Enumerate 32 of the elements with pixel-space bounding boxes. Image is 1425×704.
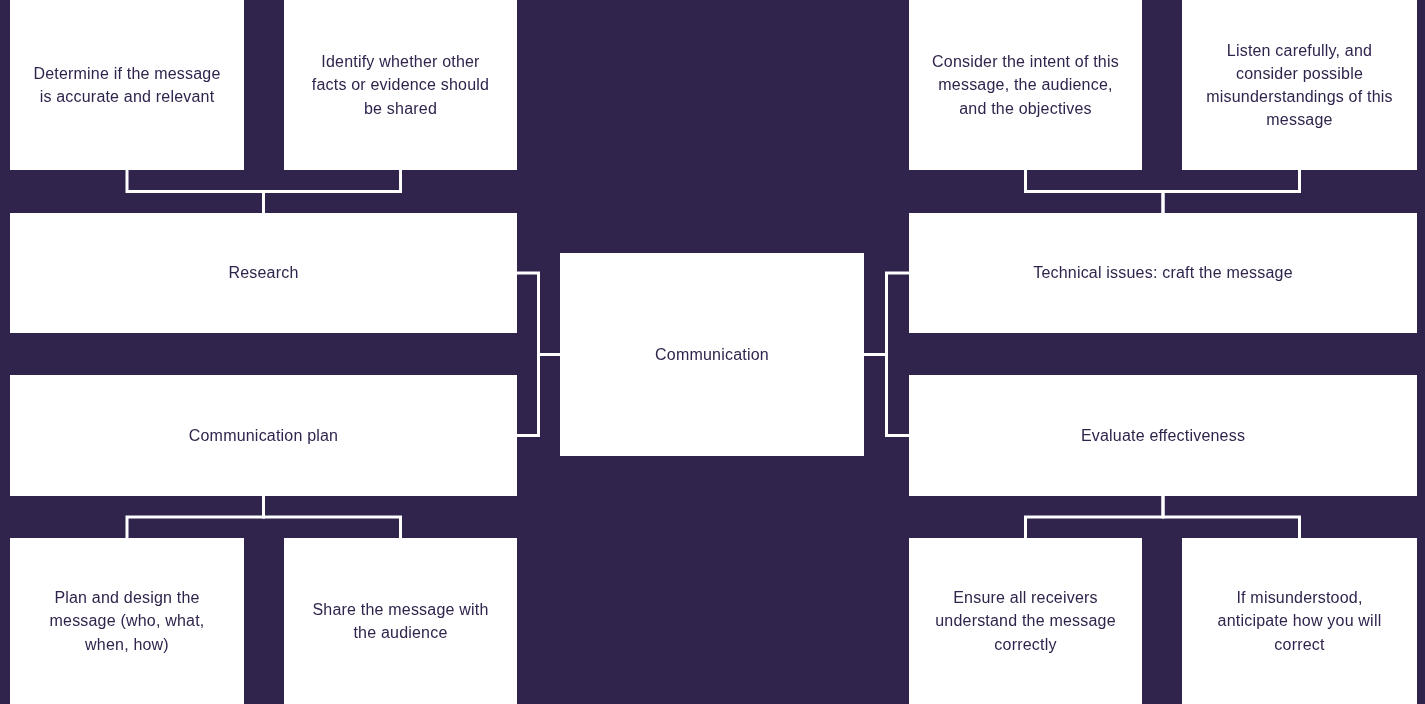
text-box (284, 538, 517, 704)
connector-line (517, 353, 560, 437)
text-box (284, 0, 517, 170)
box-text: Plan and design the message (who, what, when, how) (48, 588, 206, 655)
text-box (10, 375, 517, 496)
box-text: Research (228, 263, 299, 284)
box-text: Consider the intent of this message, the audience, and the objectives (931, 52, 1120, 119)
box-text: Evaluate effectiveness (1080, 425, 1246, 446)
text-box (10, 538, 244, 704)
box-text: Listen carefully, and consider possible misunderstandings of this message (1205, 40, 1394, 131)
box-text: Ensure all receivers understand the message correctly (934, 588, 1117, 655)
text-box (560, 253, 864, 456)
text-box (1182, 538, 1417, 704)
box-text: Communication plan (188, 425, 339, 446)
connector-line (262, 170, 402, 213)
connector-line (262, 496, 402, 538)
text-box (909, 375, 1417, 496)
box-text: Technical issues: craft the message (1033, 263, 1293, 284)
text-box (909, 0, 1142, 170)
box-text: Share the message with the audience (311, 599, 490, 643)
text-box (909, 213, 1417, 333)
text-box (909, 538, 1142, 704)
box-text: Determine if the message is accurate and relevant (32, 63, 222, 107)
box-text: Communication (655, 344, 769, 365)
connector-line (1161, 170, 1301, 213)
box-text: If misunderstood, anticipate how you will correct (1216, 588, 1383, 655)
text-box (10, 213, 517, 333)
connector-line (1161, 496, 1301, 538)
box-text: Identify whether other facts or evidence should be shared (310, 52, 491, 119)
text-box (1182, 0, 1417, 170)
connector-line (864, 353, 909, 437)
text-box (10, 0, 244, 170)
